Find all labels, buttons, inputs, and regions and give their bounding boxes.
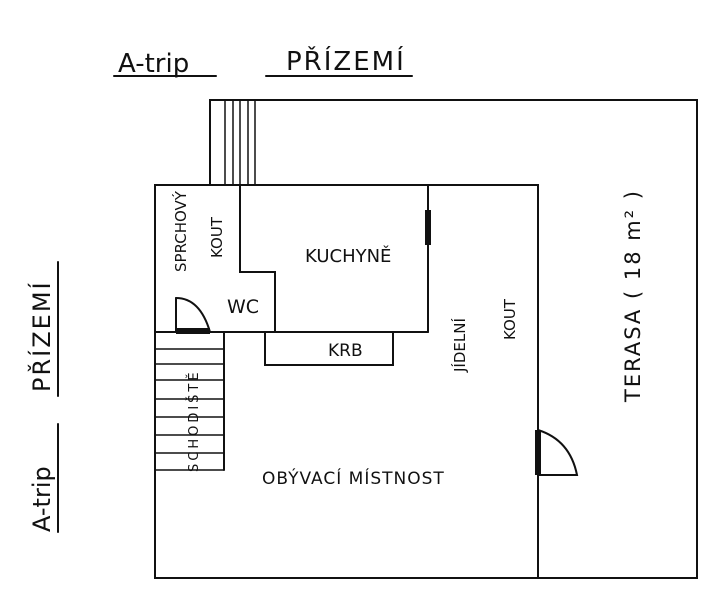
- label-dining-2: KOUT: [501, 298, 519, 340]
- label-stairs: SCHODIŠTĚ: [186, 369, 202, 472]
- house-outline: [154, 184, 539, 579]
- title-floor: PŘÍZEMÍ: [286, 45, 406, 77]
- label-living: OBÝVACÍ MÍSTNOST: [262, 467, 445, 489]
- wc-door: [175, 297, 211, 334]
- label-fireplace: KRB: [328, 341, 363, 361]
- wc-wall: [239, 184, 276, 333]
- side-title-project: A-trip: [28, 466, 56, 532]
- label-terrace: TERASA ( 18 m² ): [621, 189, 645, 403]
- terrace-outline: [209, 99, 698, 579]
- label-kitchen: KUCHYNĚ: [305, 245, 391, 267]
- fireplace-box: [264, 331, 394, 366]
- label-shower-2: KOUT: [208, 216, 226, 258]
- stairs: [155, 331, 225, 471]
- label-shower-1: SPRCHOVÝ: [171, 190, 190, 272]
- side-title-floor: PŘÍZEMÍ: [27, 280, 56, 392]
- terrace-door: [535, 429, 579, 476]
- label-dining-1: JÍDELNÍ: [450, 318, 469, 373]
- top-stairs: [224, 100, 256, 185]
- title-project: A-trip: [118, 49, 189, 79]
- label-wc: WC: [227, 296, 259, 318]
